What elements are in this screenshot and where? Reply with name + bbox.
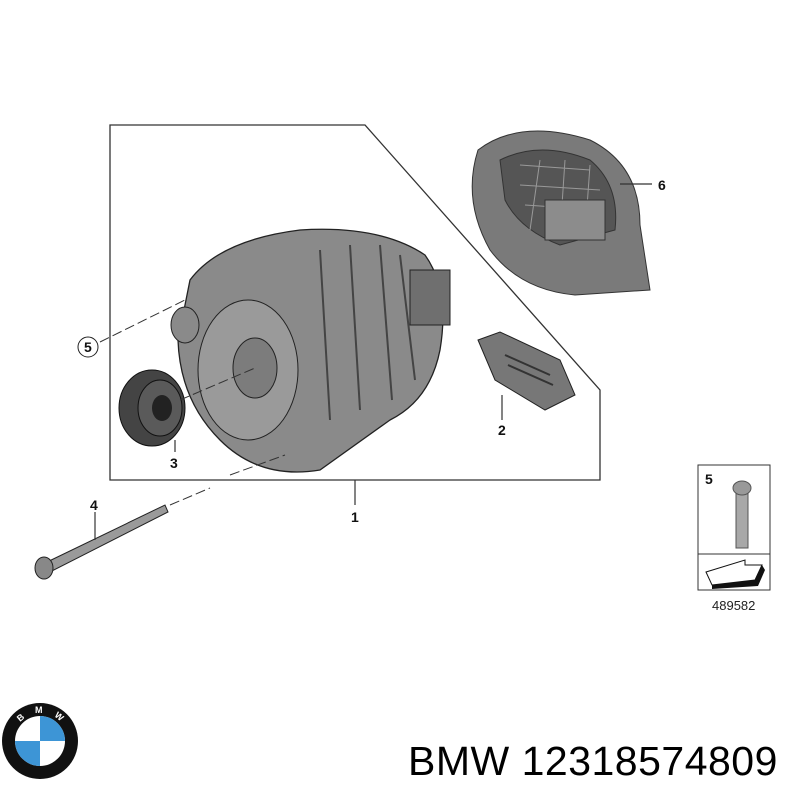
svg-text:B: B bbox=[15, 711, 27, 723]
long-bolt-part[interactable] bbox=[34, 504, 169, 580]
voltage-regulator-part[interactable] bbox=[477, 331, 576, 411]
pulley-part[interactable] bbox=[118, 369, 186, 447]
svg-text:M: M bbox=[35, 705, 43, 715]
part-title: BMW 12318574809 bbox=[408, 738, 778, 784]
diagram-code: 489582 bbox=[712, 598, 755, 613]
callout-5: 5 bbox=[84, 339, 92, 355]
callout-2: 2 bbox=[498, 422, 506, 438]
callout-5-circle bbox=[77, 336, 99, 358]
inset-bolt-icon bbox=[735, 489, 749, 549]
callout-3: 3 bbox=[170, 455, 178, 471]
leader-lines bbox=[99, 299, 286, 506]
callout-6: 6 bbox=[658, 177, 666, 193]
inset-label: 5 bbox=[705, 471, 713, 487]
bmw-logo: B M W bbox=[2, 703, 78, 779]
assembly-outline bbox=[109, 124, 601, 481]
callout-lines bbox=[94, 183, 652, 540]
alternator-cover-part[interactable] bbox=[471, 130, 651, 296]
inset-box: 5 bbox=[697, 464, 771, 591]
alternator-part[interactable] bbox=[170, 228, 451, 473]
callout-4: 4 bbox=[90, 497, 98, 513]
callout-1: 1 bbox=[351, 509, 359, 525]
